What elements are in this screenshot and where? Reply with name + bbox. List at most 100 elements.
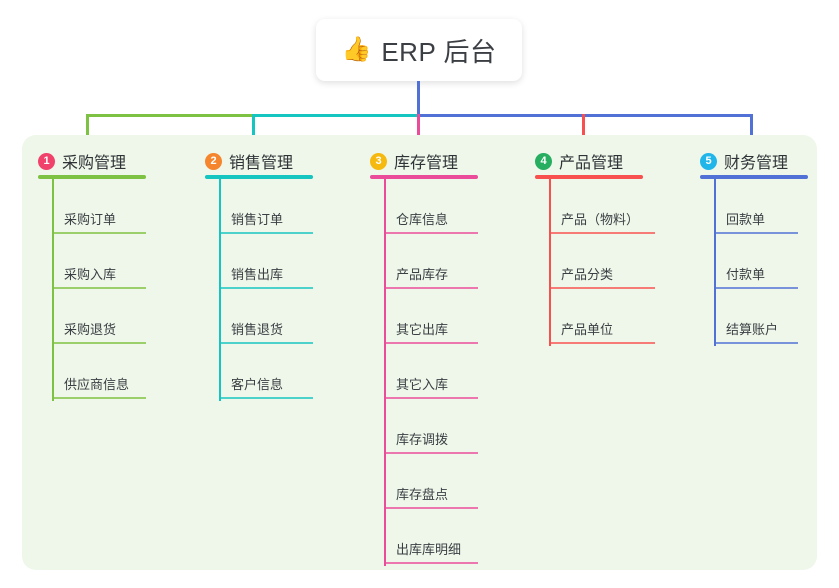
branch-header-采购管理[interactable]: 1 采购管理	[38, 146, 146, 179]
branch-header-underline	[535, 175, 643, 179]
branch-header-产品管理[interactable]: 4 产品管理	[535, 146, 643, 179]
branch-item-underline	[386, 562, 478, 564]
branch-item[interactable]: 回款单	[716, 200, 798, 234]
branch-item-label: 付款单	[726, 267, 766, 282]
branch-title: 产品管理	[559, 155, 624, 172]
branch-header-underline	[205, 175, 313, 179]
branch-item[interactable]: 销售退货	[221, 310, 313, 344]
branch-title: 库存管理	[394, 155, 459, 172]
branch-column-产品管理: 4 产品管理产品（物料） 产品分类产品单位	[535, 146, 655, 346]
branches-panel	[22, 135, 817, 570]
branch-header-库存管理[interactable]: 3 库存管理	[370, 146, 478, 179]
branch-item-label: 采购退货	[64, 322, 117, 337]
connector-bus-segment-2	[252, 114, 418, 117]
branch-item-label: 采购订单	[64, 212, 117, 227]
branch-number-badge: 4	[535, 152, 552, 170]
branch-number-badge: 1	[38, 152, 55, 170]
branch-item-label: 产品分类	[561, 267, 614, 282]
branch-item[interactable]: 其它出库	[386, 310, 478, 344]
branch-item-underline	[221, 232, 313, 234]
branch-item[interactable]: 其它入库	[386, 365, 478, 399]
branch-item[interactable]: 采购入库	[54, 255, 146, 289]
branch-item-underline	[54, 397, 146, 399]
branch-spine	[384, 177, 386, 566]
root-title: ERP 后台	[381, 36, 497, 67]
connector-bus-segment-1	[86, 114, 253, 117]
branch-item-label: 销售退货	[231, 322, 284, 337]
branch-header-财务管理[interactable]: 5 财务管理	[700, 146, 808, 179]
branch-item[interactable]: 出库库明细	[386, 530, 478, 564]
branch-column-销售管理: 2 销售管理销售订单销售出库销售退货客户信息	[205, 146, 313, 401]
branch-item[interactable]: 采购退货	[54, 310, 146, 344]
branch-item[interactable]: 产品库存	[386, 255, 478, 289]
branch-item[interactable]: 销售订单	[221, 200, 313, 234]
branch-item[interactable]: 供应商信息	[54, 365, 146, 399]
branch-item-label: 产品单位	[561, 322, 614, 337]
branch-item-underline	[716, 287, 798, 289]
branch-item-underline	[386, 452, 478, 454]
branch-item-label: 出库库明细	[396, 542, 462, 557]
root-node[interactable]: 👍 ERP 后台	[316, 19, 522, 81]
branch-item-label: 库存盘点	[396, 487, 449, 502]
branch-item[interactable]: 库存盘点	[386, 475, 478, 509]
branch-item[interactable]: 产品分类	[551, 255, 655, 289]
branch-column-库存管理: 3 库存管理仓库信息产品库存其它出库其它入库库存调拨库存盘点出库库明细	[370, 146, 478, 566]
branch-title: 采购管理	[62, 155, 127, 172]
branch-item-underline	[551, 342, 655, 344]
branch-item-underline	[54, 342, 146, 344]
connector-drop-4	[582, 114, 585, 146]
branch-item-underline	[221, 397, 313, 399]
branch-item-underline	[716, 232, 798, 234]
connector-drop-1	[86, 114, 89, 146]
root-connector-drop	[417, 81, 420, 117]
branch-item[interactable]: 结算账户	[716, 310, 798, 344]
branch-column-采购管理: 1 采购管理采购订单采购入库采购退货供应商信息	[38, 146, 146, 401]
branch-title: 销售管理	[229, 155, 294, 172]
branch-number-badge: 5	[700, 152, 717, 170]
branch-item-label: 仓库信息	[396, 212, 449, 227]
branch-item-label: 结算账户	[726, 322, 779, 337]
branch-title: 财务管理	[724, 155, 789, 172]
branch-item-label: 销售订单	[231, 212, 284, 227]
branch-item[interactable]: 销售出库	[221, 255, 313, 289]
branch-item-underline	[551, 232, 655, 234]
branch-item-underline	[386, 342, 478, 344]
branch-item-underline	[386, 287, 478, 289]
branch-item-label: 回款单	[726, 212, 766, 227]
thumbs-up-icon: 👍	[341, 36, 372, 63]
connector-drop-2	[252, 114, 255, 146]
branch-item[interactable]: 付款单	[716, 255, 798, 289]
branch-number-badge: 2	[205, 152, 222, 170]
branch-number-badge: 3	[370, 152, 387, 170]
branch-item-underline	[716, 342, 798, 344]
branch-item-underline	[386, 232, 478, 234]
branch-header-销售管理[interactable]: 2 销售管理	[205, 146, 313, 179]
branch-item-underline	[551, 287, 655, 289]
branch-item[interactable]: 产品单位	[551, 310, 655, 344]
branch-item-label: 库存调拨	[396, 432, 449, 447]
branch-item[interactable]: 产品（物料）	[551, 200, 655, 234]
branch-item[interactable]: 库存调拨	[386, 420, 478, 454]
branch-spine	[714, 177, 716, 346]
branch-item-underline	[54, 287, 146, 289]
branch-item-underline	[221, 287, 313, 289]
branch-item[interactable]: 客户信息	[221, 365, 313, 399]
connector-drop-5	[750, 114, 753, 146]
branch-item-label: 客户信息	[231, 377, 284, 392]
branch-item-label: 产品库存	[396, 267, 449, 282]
branch-item-underline	[54, 232, 146, 234]
branch-item[interactable]: 采购订单	[54, 200, 146, 234]
branch-item-label: 产品（物料）	[561, 212, 640, 227]
branch-header-underline	[700, 175, 808, 179]
branch-spine	[549, 177, 551, 346]
branch-item-label: 销售出库	[231, 267, 284, 282]
branch-column-财务管理: 5 财务管理回款单付款单结算账户	[700, 146, 808, 346]
branch-item-underline	[221, 342, 313, 344]
branch-item-underline	[386, 397, 478, 399]
branch-item-label: 供应商信息	[64, 377, 130, 392]
branch-item-label: 其它入库	[396, 377, 449, 392]
branch-item-label: 采购入库	[64, 267, 117, 282]
branch-item[interactable]: 仓库信息	[386, 200, 478, 234]
branch-header-underline	[38, 175, 146, 179]
